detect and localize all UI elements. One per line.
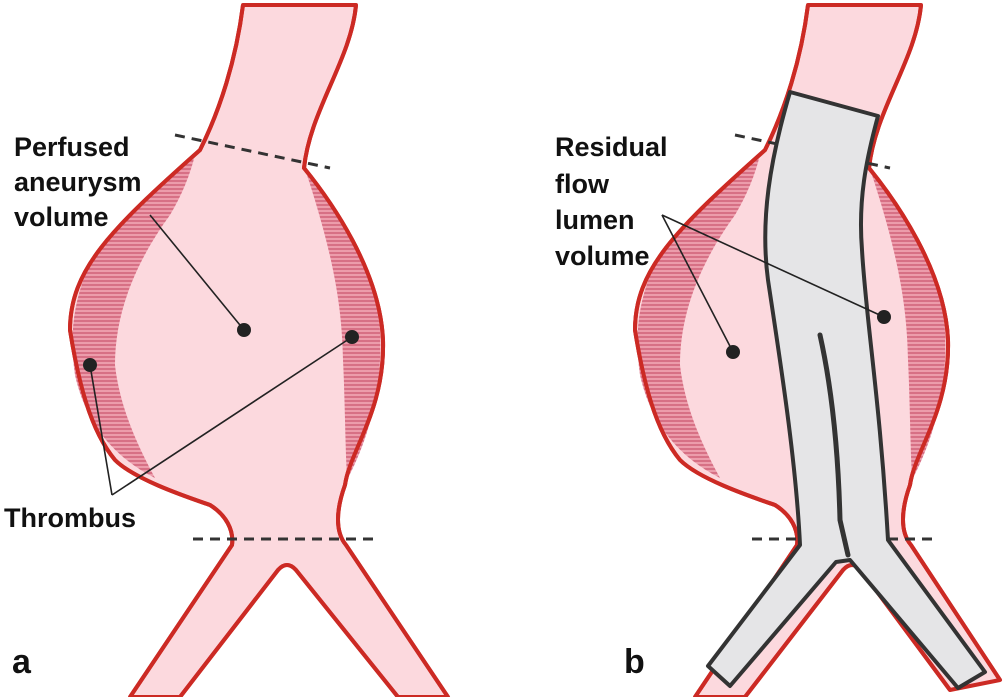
panel-letter-a: a [12, 643, 32, 681]
label-residual-line1: Residual [555, 132, 668, 162]
vessel-wall-a-crotch [178, 563, 400, 697]
stent-bifurcation-line [817, 332, 851, 558]
dashed-line-top-b [734, 133, 891, 170]
label-perfused-line3: volume [14, 202, 109, 232]
dot-residual-left-b [726, 345, 740, 359]
vessel-wall-a [67, 4, 245, 697]
vessel-wall-b-right [866, 4, 1002, 682]
label-residual-line4: volume [555, 241, 650, 271]
dot-thrombus-right-a [345, 330, 359, 344]
dot-thrombus-left-a [83, 358, 97, 372]
label-residual-line2: flow [555, 169, 610, 199]
label-thrombus: Thrombus [4, 503, 136, 533]
label-perfused-line2: aneurysm [14, 167, 142, 197]
dot-residual-right-b [877, 310, 891, 324]
pointer-residual-right-b [661, 214, 885, 318]
stent-graft [706, 90, 987, 690]
dashed-line-top-a [174, 133, 331, 170]
label-residual-line3: lumen [555, 205, 635, 235]
pointer-residual-left-b [661, 214, 734, 353]
dot-perfused-a [237, 323, 251, 337]
pointer-thrombus-left-a [89, 364, 113, 496]
thrombus-right-b [871, 172, 946, 480]
thrombus-left-b [637, 155, 760, 478]
panel-a: Perfused aneurysm volume Thrombus a [4, 3, 450, 697]
vessel-wall-a-right [301, 4, 450, 697]
vessel-wall-b [632, 4, 810, 697]
panel-b: Residual flow lumen volume b [555, 3, 1002, 697]
thrombus-right-a [306, 172, 381, 480]
pointer-perfused-a [149, 214, 245, 331]
label-perfused-line1: Perfused [14, 132, 130, 162]
pointer-thrombus-right-a [111, 336, 353, 496]
thrombus-left-a [72, 155, 195, 478]
panel-letter-b: b [624, 643, 645, 681]
